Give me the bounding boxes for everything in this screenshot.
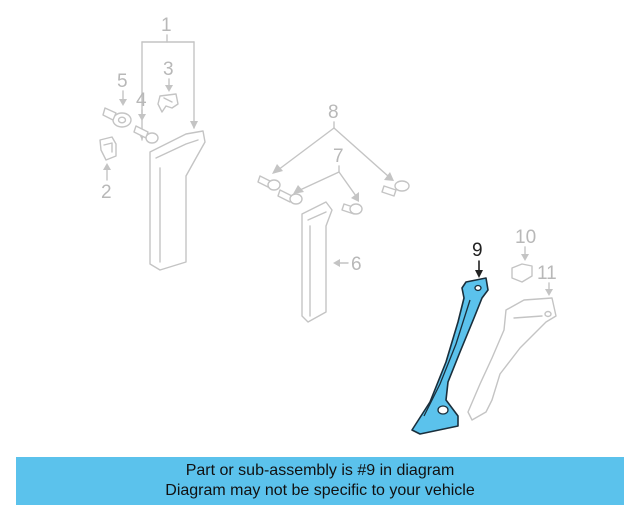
screw-part-7-left [277, 189, 303, 205]
retainer-part-2 [99, 136, 117, 161]
pillar-trim-part-1 [149, 130, 206, 271]
callout-10-leader [521, 246, 529, 261]
callout-2: 2 [101, 182, 112, 203]
screw-part-4 [133, 125, 159, 144]
bolt-part-8-right [381, 180, 410, 197]
callout-9-leader [475, 260, 483, 278]
callout-8: 8 [328, 102, 339, 123]
callout-11: 11 [537, 263, 557, 284]
trim-part-11 [467, 297, 557, 421]
callout-1: 1 [161, 15, 172, 36]
callout-3-leader [165, 78, 173, 92]
callout-7-leader [293, 165, 359, 202]
callout-4-leader [138, 109, 146, 121]
callout-11-leader [545, 282, 553, 296]
callout-6-leader [333, 259, 349, 267]
pillar-trim-part-9-highlighted [411, 277, 489, 435]
callout-5-leader [119, 90, 127, 106]
callout-7: 7 [333, 146, 344, 167]
callout-6: 6 [351, 254, 362, 275]
bolt-part-8-left [257, 175, 281, 191]
callout-4: 4 [136, 90, 147, 111]
clip-part-3 [157, 93, 179, 113]
info-banner: Part or sub-assembly is #9 in diagram Di… [16, 457, 624, 505]
callout-3: 3 [163, 59, 174, 80]
parts-diagram: 1 3 5 4 [99, 15, 557, 435]
callout-8-leader [272, 121, 394, 181]
nut-part-5 [102, 107, 132, 128]
pillar-trim-part-6 [301, 201, 333, 323]
callout-5: 5 [117, 71, 128, 92]
grommet-part-10 [511, 263, 533, 283]
callout-9: 9 [472, 240, 483, 261]
callout-10: 10 [515, 227, 536, 248]
banner-line-2: Diagram may not be specific to your vehi… [165, 482, 475, 499]
banner-line-1: Part or sub-assembly is #9 in diagram [185, 462, 455, 479]
callout-2-leader [103, 163, 111, 181]
screw-part-7-right [341, 203, 363, 215]
